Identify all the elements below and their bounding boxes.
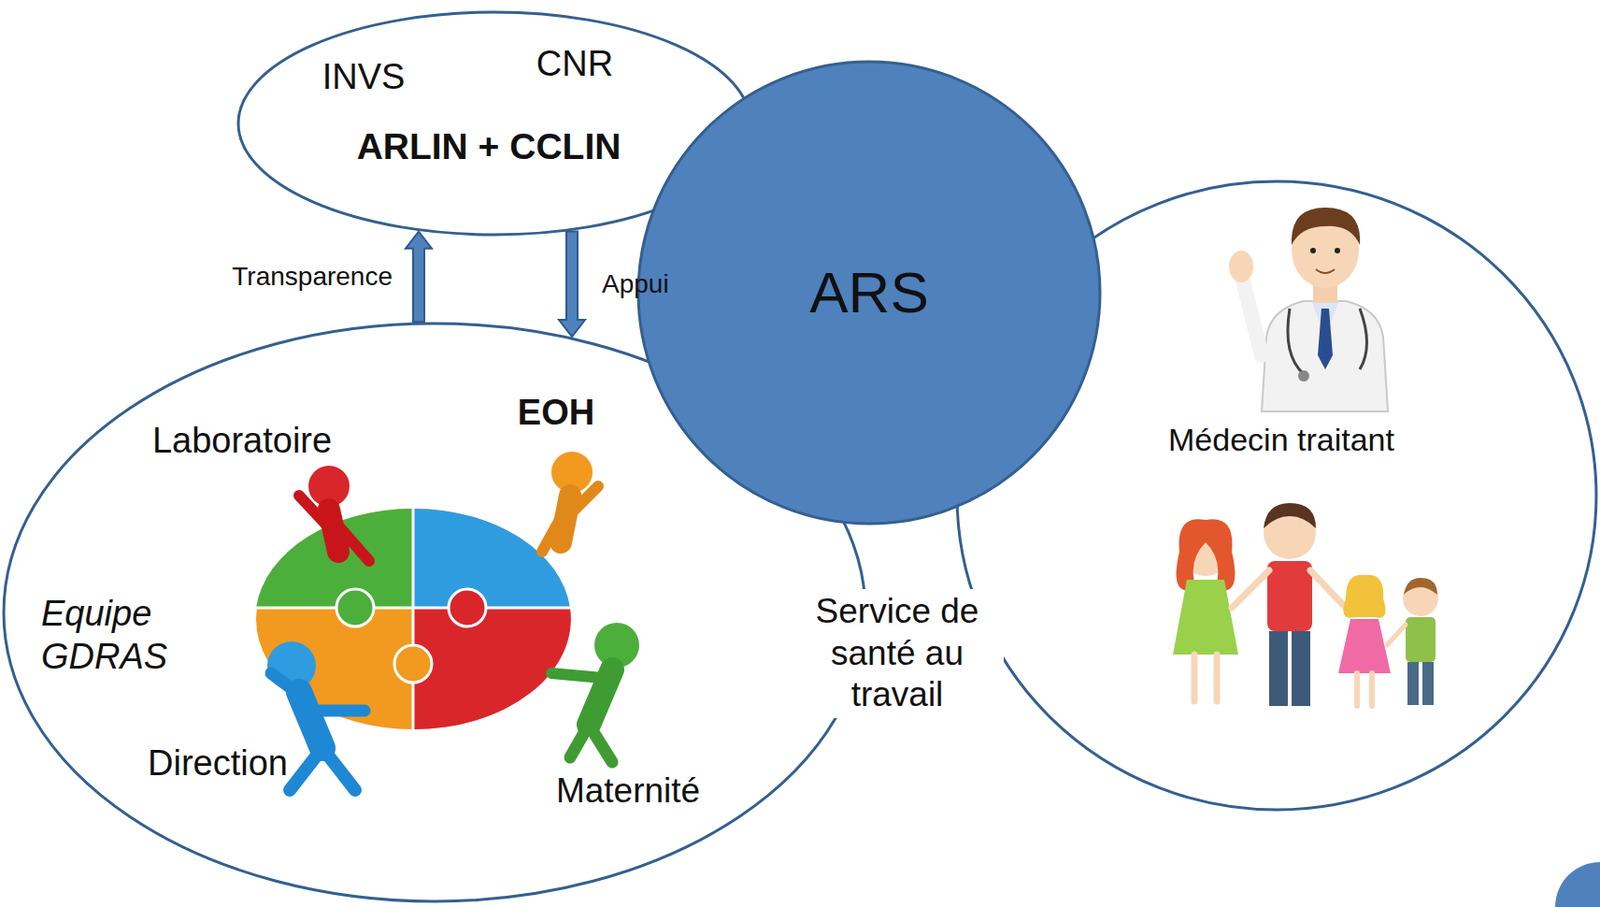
edge-label: Appui xyxy=(601,268,670,300)
node-text: Direction xyxy=(147,742,288,786)
node-text: Equipe GDRAS xyxy=(41,592,191,678)
node-text: EOH xyxy=(517,391,595,435)
edge-label: Transparence xyxy=(231,260,393,293)
free-label: Service de santé au travail xyxy=(790,588,1004,717)
node-text: Médecin traitant xyxy=(1168,420,1395,459)
node-text: ARLIN + CCLIN xyxy=(357,125,622,170)
node-text: Laboratoire xyxy=(152,419,332,463)
doctor-illustration xyxy=(1228,207,1388,412)
puzzle-illustration xyxy=(256,508,572,729)
node-text: ARS xyxy=(809,257,929,328)
block-arrow xyxy=(558,230,586,337)
family-illustration xyxy=(1172,502,1439,706)
node-text: CNR xyxy=(536,42,614,86)
block-arrow xyxy=(405,231,432,323)
ars-circle: ARS xyxy=(636,59,1102,526)
orange-figure xyxy=(542,451,599,552)
node-text: INVS xyxy=(322,56,406,100)
corner-dot xyxy=(1555,861,1600,907)
green-figure xyxy=(551,622,640,762)
red-figure xyxy=(299,465,370,561)
node-text: Maternité xyxy=(556,770,700,812)
